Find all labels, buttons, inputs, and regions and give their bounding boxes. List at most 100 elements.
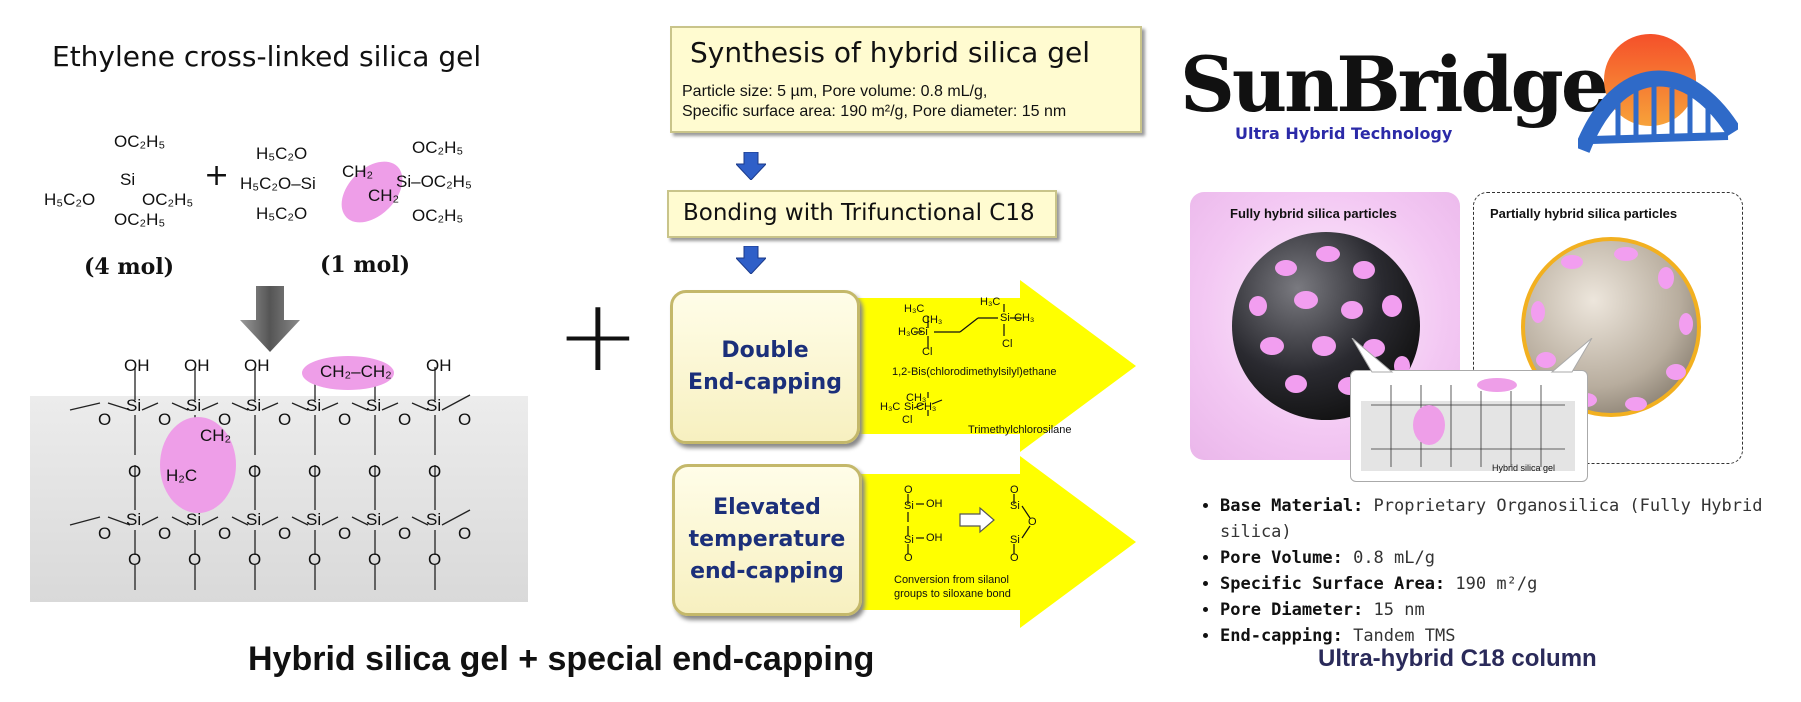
btse-right-group-1: OC₂H₅ — [412, 138, 464, 157]
network-bridge-top: CH₂–CH₂ — [320, 362, 392, 381]
network-oh: OH — [184, 356, 210, 375]
network-o: O — [248, 550, 262, 569]
network-o: O — [188, 550, 202, 569]
teos-si: Si — [120, 170, 136, 189]
chem-label: CH₃ — [906, 392, 927, 404]
network-o: O — [158, 410, 172, 429]
btse-ch2-a: CH₂ — [342, 162, 374, 181]
btse-left-si: H₅C₂O–Si — [240, 174, 316, 193]
network-o: O — [368, 550, 382, 569]
chem-label: H₃C — [898, 326, 919, 338]
property-item: Pore Volume: 0.8 mL/g — [1220, 545, 1801, 571]
logo-tagline: Ultra Hybrid Technology — [1235, 124, 1453, 143]
network-si: Si — [246, 396, 262, 415]
network-o: O — [278, 524, 292, 543]
chem-label: O — [1028, 516, 1037, 528]
inset-callout-pointers — [1351, 338, 1593, 373]
blue-down-arrow-icon — [736, 246, 766, 274]
chem-label: Cl — [902, 414, 913, 426]
chem-label: OH — [926, 532, 943, 544]
chem-label: Si — [904, 500, 914, 512]
right-caption: Ultra-hybrid C18 column — [1318, 645, 1597, 672]
reaction-plus: + — [204, 158, 230, 193]
network-o: O — [308, 462, 322, 481]
btse-ch2-b: CH₂ — [368, 186, 400, 205]
yellow-arrow-double-endcap — [840, 280, 1136, 452]
chem-label: Si — [904, 401, 914, 413]
left-panel-title: Ethylene cross-linked silica gel — [52, 40, 482, 73]
synthesis-title: Synthesis of hybrid silica gel — [690, 36, 1090, 69]
sunbridge-logo-icon — [1578, 34, 1738, 153]
chem-label: Si — [904, 534, 914, 546]
inset-label: Hybrid silica gel — [1492, 463, 1556, 473]
bonding-box: Bonding with Trifunctional C18 — [667, 190, 1057, 238]
network-si: Si — [126, 510, 142, 529]
property-item: Pore Diameter: 15 nm — [1220, 597, 1801, 623]
network-o: O — [248, 462, 262, 481]
chem1-name: 1,2-Bis(chlorodimethylsilyl)ethane — [892, 366, 1057, 378]
network-bridge-h2c: H₂C — [166, 466, 198, 485]
property-item: Base Material: Proprietary Organosilica … — [1220, 493, 1801, 545]
bonding-label: Bonding with Trifunctional C18 — [683, 200, 1035, 226]
btse-right-group-3: OC₂H₅ — [412, 206, 464, 225]
network-si: Si — [426, 510, 442, 529]
teos-right-group: OC₂H₅ — [142, 190, 194, 209]
big-plus-sign: + — [556, 277, 640, 394]
silanol-conversion-structures — [907, 494, 1031, 554]
column-properties-list: Base Material: Proprietary Organosilica … — [1200, 493, 1801, 649]
teos-bottom-group: OC₂H₅ — [114, 210, 166, 229]
bottom-caption: Hybrid silica gel + special end-capping — [248, 640, 875, 678]
network-si: Si — [186, 396, 202, 415]
network-o: O — [458, 524, 472, 543]
chem-label: Cl — [1002, 338, 1013, 350]
double-endcapping-box: Double End-capping — [670, 290, 860, 444]
network-o: O — [398, 410, 412, 429]
double-endcapping-label: Double End-capping — [688, 338, 842, 395]
chem-label: O — [904, 552, 913, 564]
endcap-reagent-structures — [913, 304, 1022, 416]
sunbridge-logo-text: SunBridge — [1180, 40, 1609, 129]
down-arrow-icon — [240, 286, 300, 352]
synthesis-box: Synthesis of hybrid silica gel Particle … — [670, 26, 1142, 133]
chem-label: O — [1010, 484, 1019, 496]
btse-right-si: Si–OC₂H₅ — [396, 172, 472, 191]
network-o: O — [338, 410, 352, 429]
silica-network-diagram — [69, 356, 471, 590]
chem-label: CH₃ — [1014, 312, 1035, 324]
chem-label: Si — [1000, 312, 1010, 324]
network-o: O — [218, 524, 232, 543]
network-o: O — [278, 410, 292, 429]
synthesis-spec-line-1: Particle size: 5 µm, Pore volume: 0.8 mL… — [682, 83, 988, 100]
network-si: Si — [306, 510, 322, 529]
blue-down-arrow-icon — [736, 152, 766, 180]
network-oh: OH — [426, 356, 452, 375]
network-o: O — [98, 524, 112, 543]
network-o: O — [128, 550, 142, 569]
teos-top-group: OC₂H₅ — [114, 132, 166, 151]
fully-hybrid-label: Fully hybrid silica particles — [1230, 206, 1397, 221]
chem-label: CH₃ — [916, 401, 937, 413]
network-o: O — [308, 550, 322, 569]
chem-label: Si — [1010, 500, 1020, 512]
network-o: O — [428, 462, 442, 481]
network-si: Si — [426, 396, 442, 415]
network-si: Si — [126, 396, 142, 415]
btse-mol-count: (1 mol) — [320, 252, 411, 278]
chem-label: CH₃ — [922, 314, 943, 326]
chem2-name: Trimethylchlorosilane — [968, 424, 1072, 436]
network-o: O — [128, 462, 142, 481]
chem-label: O — [1010, 552, 1019, 564]
yellow-arrow-elevated-endcap — [840, 456, 1136, 628]
network-o: O — [398, 524, 412, 543]
network-o: O — [458, 410, 472, 429]
btse-left-group-1: H₅C₂O — [256, 144, 308, 163]
hybrid-silica-inset — [1350, 370, 1588, 482]
partially-hybrid-label: Partially hybrid silica particles — [1490, 206, 1678, 221]
property-item: End-capping: Tandem TMS — [1220, 623, 1801, 649]
chem-label: Si — [1010, 534, 1020, 546]
network-o: O — [428, 550, 442, 569]
network-o: O — [218, 410, 232, 429]
conversion-note-line-2: groups to siloxane bond — [894, 588, 1011, 600]
chem-label: Cl — [922, 346, 933, 358]
inset-network-diagram — [1361, 378, 1575, 471]
